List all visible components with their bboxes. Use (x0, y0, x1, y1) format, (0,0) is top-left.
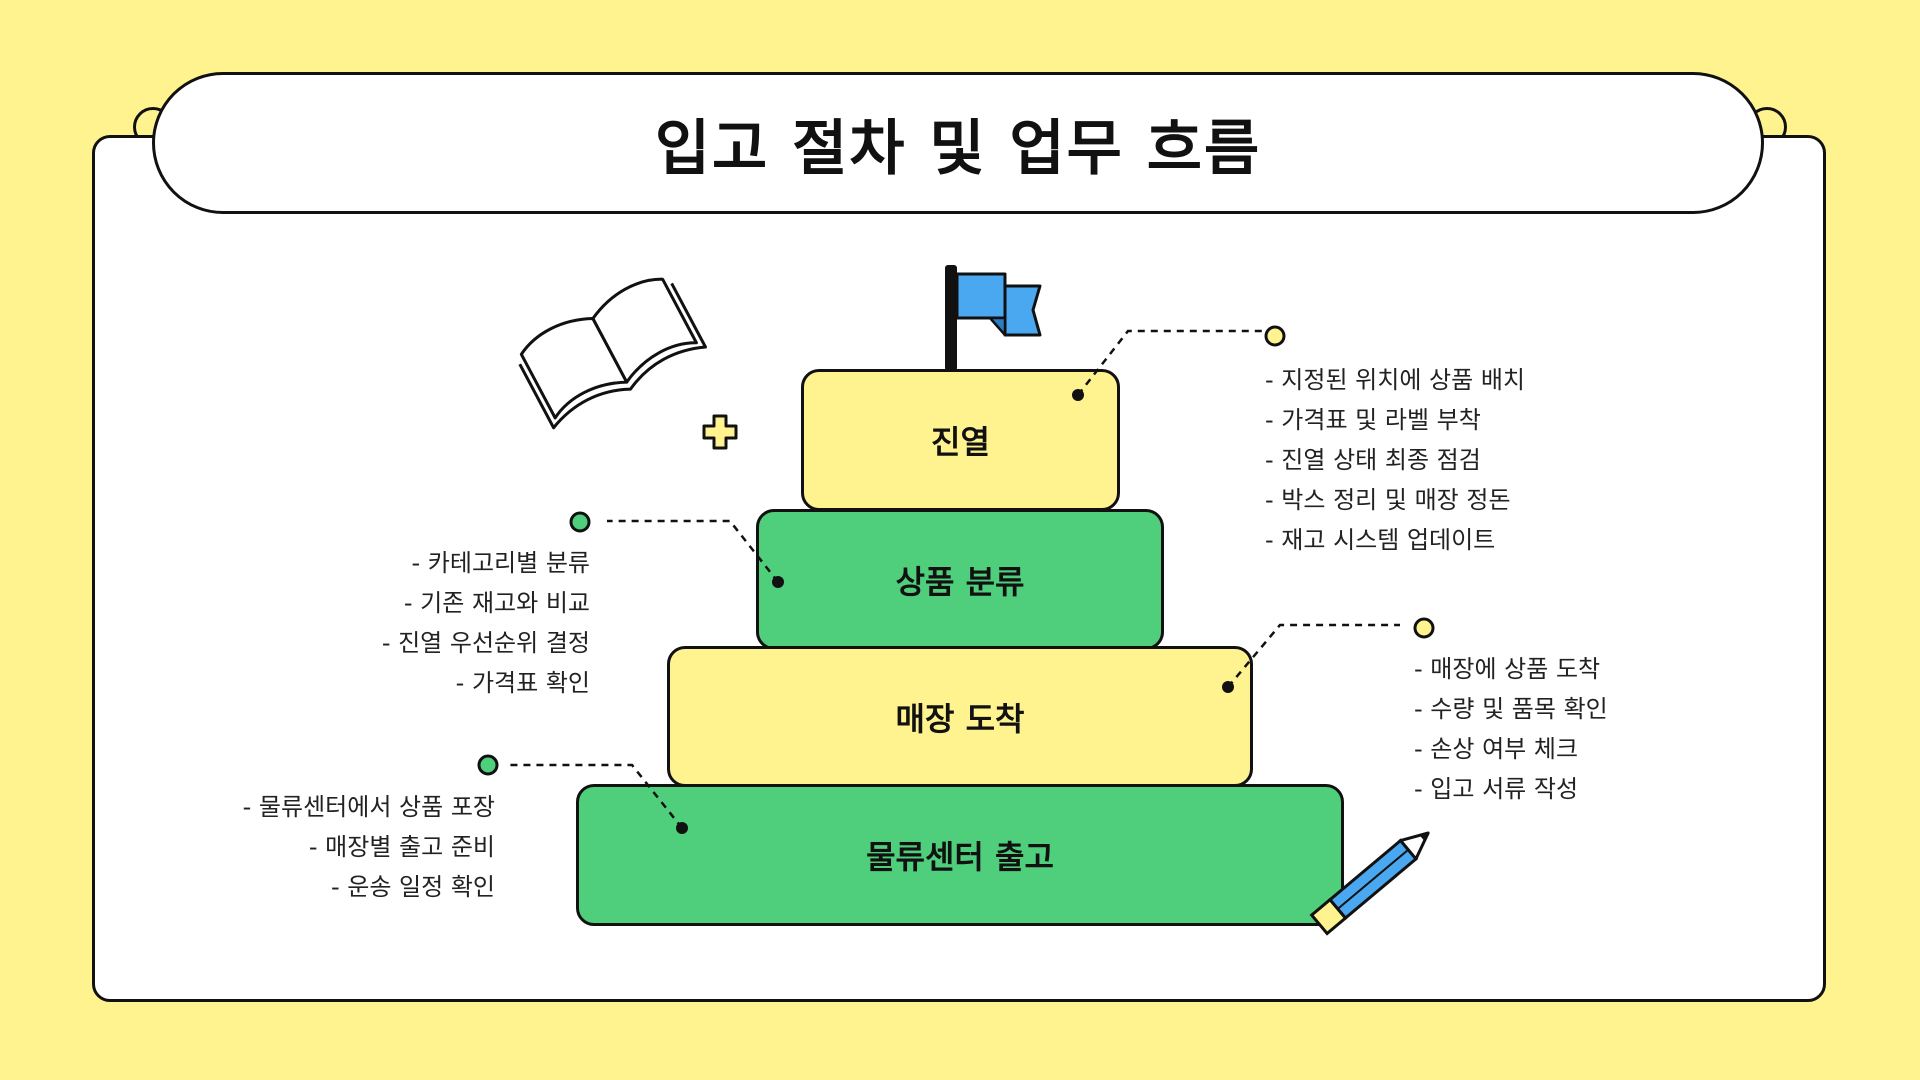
list-item: - 매장에 상품 도착 (1414, 655, 1601, 683)
list-item: - 운송 일정 확인 (330, 873, 495, 901)
step-label: 물류센터 출고 (866, 838, 1054, 876)
list-item: - 손상 여부 체크 (1414, 735, 1579, 763)
connector-classify (569, 511, 784, 588)
open-book-icon (518, 277, 707, 430)
list-item: - 기존 재고와 비교 (403, 589, 590, 617)
step-shipping: 물류센터 출고 (576, 784, 1344, 926)
step-label: 상품 분류 (895, 562, 1025, 601)
connector-shipping (477, 754, 688, 834)
step-classify: 상품 분류 (756, 509, 1164, 650)
detail-list-classify: - 카테고리별 분류 - 기존 재고와 비교 - 진열 우선순위 결정 - 가격… (340, 543, 590, 703)
list-item: - 재고 시스템 업데이트 (1265, 526, 1496, 554)
detail-list-display: - 지정된 위치에 상품 배치 - 가격표 및 라벨 부착 - 진열 상태 최종… (1265, 360, 1525, 560)
step-label: 매장 도착 (895, 699, 1025, 738)
list-item: - 진열 우선순위 결정 (381, 629, 590, 657)
title-banner: 입고 절차 및 업무 흐름 (152, 72, 1764, 214)
plus-icon (702, 414, 738, 450)
list-item: - 가격표 확인 (455, 669, 590, 697)
flag-icon (945, 265, 1042, 371)
list-item: - 진열 상태 최종 점검 (1265, 446, 1481, 474)
list-item: - 수량 및 품목 확인 (1414, 695, 1608, 723)
pencil-icon (1309, 831, 1430, 936)
detail-list-arrival: - 매장에 상품 도착 - 수량 및 품목 확인 - 손상 여부 체크 - 입고… (1414, 649, 1608, 809)
connector-display (1072, 325, 1286, 401)
list-item: - 카테고리별 분류 (411, 549, 590, 577)
list-item: - 매장별 출고 준비 (308, 833, 495, 861)
list-item: - 입고 서류 작성 (1414, 775, 1579, 803)
step-display: 진열 (801, 369, 1120, 511)
step-label: 진열 (931, 423, 990, 461)
detail-list-shipping: - 물류센터에서 상품 포장 - 매장별 출고 준비 - 운송 일정 확인 (205, 787, 495, 907)
list-item: - 박스 정리 및 매장 정돈 (1265, 486, 1511, 514)
list-item: - 지정된 위치에 상품 배치 (1265, 366, 1525, 394)
list-item: - 가격표 및 라벨 부착 (1265, 406, 1481, 434)
list-item: - 물류센터에서 상품 포장 (242, 793, 495, 821)
page-title: 입고 절차 및 업무 흐름 (654, 113, 1262, 184)
connector-arrival (1222, 617, 1435, 693)
